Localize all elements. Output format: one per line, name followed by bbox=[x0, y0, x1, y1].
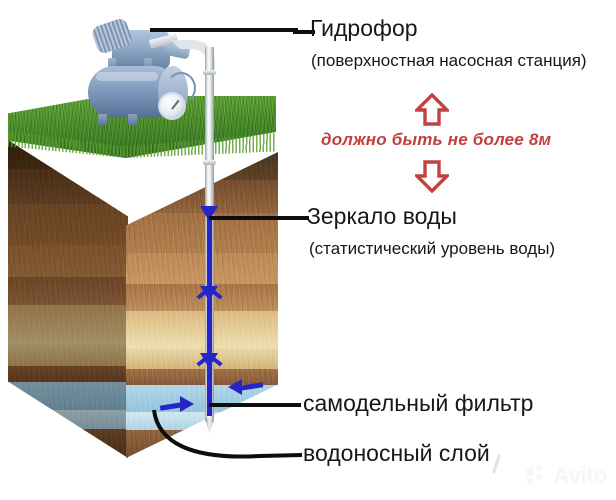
watermark-text: Avito bbox=[552, 462, 608, 488]
water-rise-column bbox=[207, 218, 212, 416]
label-water-mirror-subtitle: (статистический уровень воды) bbox=[309, 239, 556, 258]
pipe-collar-lower bbox=[203, 160, 216, 165]
label-water-mirror-title: Зеркало воды bbox=[307, 203, 457, 229]
pump-brace-left bbox=[108, 58, 116, 72]
pump-station-illustration bbox=[82, 14, 202, 126]
soil-face-left bbox=[8, 140, 128, 458]
label-filter: самодельный фильтр bbox=[303, 390, 534, 416]
flow-arrowhead-mid-icon bbox=[200, 286, 218, 301]
soil-cross-section bbox=[8, 96, 278, 464]
arrow-down-icon bbox=[415, 160, 449, 193]
arrow-up-icon bbox=[415, 93, 449, 126]
tank-foot-left bbox=[98, 114, 107, 125]
pump-brace-right bbox=[144, 58, 152, 72]
label-hydrophore-title: Гидрофор bbox=[310, 15, 418, 41]
label-aquifer: водоносный слой bbox=[303, 440, 490, 466]
watermark-slash bbox=[491, 454, 502, 474]
tank-foot-right bbox=[128, 114, 137, 125]
pipe-collar-upper bbox=[203, 70, 216, 75]
avito-dots-icon bbox=[525, 464, 548, 487]
aquifer-inflow-right-head-icon bbox=[228, 379, 242, 395]
label-hydrophore-subtitle: (поверхностная насосная станция) bbox=[311, 51, 587, 70]
pipe-filter-tip bbox=[205, 418, 214, 434]
flow-arrowhead-low-icon bbox=[200, 353, 218, 368]
soil-shading-left bbox=[8, 140, 128, 458]
aquifer-inflow-left-head-icon bbox=[180, 396, 194, 412]
label-depth-note: должно быть не более 8м bbox=[321, 130, 552, 149]
leader-hydrophore-run bbox=[150, 28, 298, 32]
leader-filter bbox=[209, 403, 301, 407]
tank-highlight bbox=[96, 72, 158, 81]
leader-hydrophore bbox=[293, 30, 315, 34]
leader-water-mirror bbox=[209, 216, 309, 220]
pump-hose bbox=[166, 72, 196, 104]
leader-aquifer-curve bbox=[152, 409, 303, 459]
watermark-avito: Avito bbox=[525, 462, 608, 489]
